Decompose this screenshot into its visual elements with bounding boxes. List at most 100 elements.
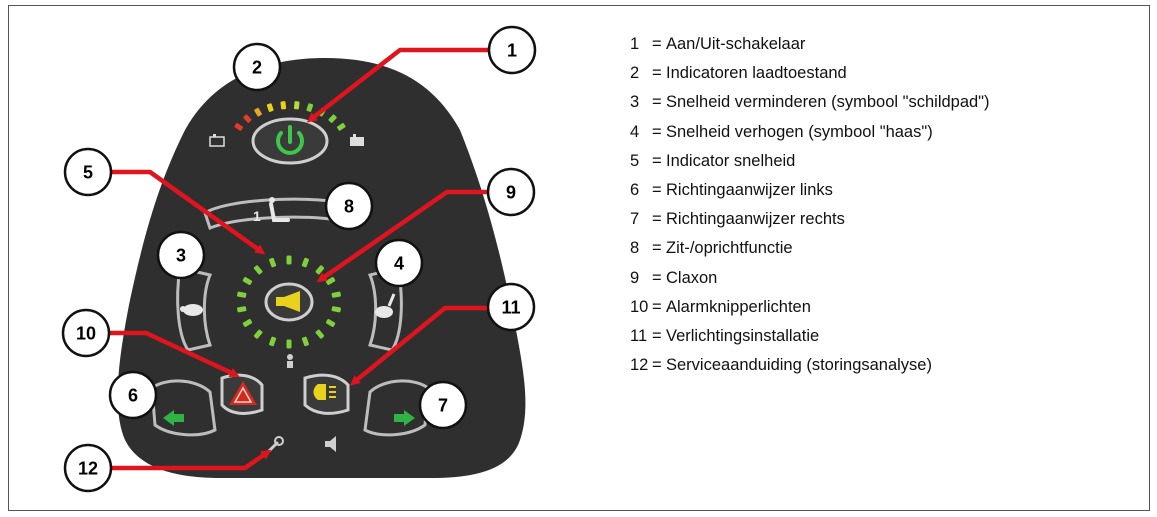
legend-equals: = (652, 35, 662, 54)
legend-equals: = (652, 239, 662, 258)
callout-number: 4 (394, 254, 404, 274)
callout-2: 2 (232, 42, 282, 92)
legend-text: Richtingaanwijzer rechts (666, 210, 845, 229)
legend-item-5: 5 =Indicator snelheid (630, 147, 990, 176)
legend-item-8: 8=Zit-/oprichtfunctie (630, 234, 990, 263)
callout-8: 8 (324, 181, 374, 231)
callout-1: 1 (487, 25, 537, 75)
legend-text: Snelheid verhogen (symbool "haas") (666, 122, 933, 141)
legend-text: Richtingaanwijzer links (666, 181, 833, 200)
callout-number: 7 (438, 396, 448, 416)
callout-number: 1 (507, 41, 517, 61)
legend-item-7: 7=Richtingaanwijzer rechts (630, 205, 990, 234)
charge-led (306, 103, 314, 112)
callout-number: 3 (176, 246, 186, 266)
headlight-icon (313, 384, 336, 400)
legend-number: 4 (630, 122, 640, 141)
hazard-button[interactable] (220, 373, 264, 415)
charge-led (328, 114, 337, 123)
speed-led (237, 291, 247, 298)
legend-text: Snelheid verminderen (symbool "schildpad… (666, 93, 990, 112)
callout-arrow-1 (306, 47, 488, 123)
legend-number: 2 (630, 64, 640, 83)
right-arrow-icon (394, 410, 415, 426)
callout-number: 10 (76, 324, 96, 344)
seat-icon (269, 197, 290, 222)
speed-up-button[interactable] (367, 266, 403, 352)
callout-11: 11 (486, 282, 536, 332)
callout-12: 12 (63, 443, 113, 493)
callout-3: 3 (156, 230, 206, 280)
legend-number: 3 (630, 93, 640, 112)
legend-text: Verlichtingsinstallatie (666, 326, 820, 345)
speed-led (301, 336, 309, 347)
speed-led (325, 319, 336, 327)
callout-9: 9 (486, 167, 536, 217)
speed-led (286, 339, 292, 349)
speed-led (269, 336, 277, 347)
callout-7: 7 (418, 380, 468, 430)
callout-arrow-11 (349, 305, 490, 386)
speed-led (315, 329, 325, 339)
speed-led (331, 306, 341, 313)
charge-led (336, 122, 346, 131)
speed-led (325, 277, 336, 285)
legend-item-12: 12=Serviceaanduiding (storingsanalyse) (630, 351, 990, 380)
legend-number: 6 (630, 181, 640, 200)
legend-equals: = (652, 93, 662, 112)
lights-button[interactable] (303, 373, 350, 415)
callout-number: 12 (78, 459, 98, 479)
speed-led (253, 265, 263, 275)
callout-6: 6 (108, 370, 158, 420)
callout-4: 4 (374, 238, 424, 288)
left-indicator-button[interactable] (150, 379, 217, 437)
legend-item-1: 1 =Aan/Uit-schakelaar (630, 30, 990, 59)
legend-item-4: 4 =Snelheid verhogen (symbool "haas") (630, 118, 990, 147)
speaker-icon (325, 436, 336, 452)
callout-number: 2 (252, 58, 262, 78)
legend-number: 10 (630, 297, 649, 316)
speed-down-button[interactable] (176, 266, 213, 352)
power-button[interactable] (251, 117, 329, 165)
speed-led (237, 306, 247, 313)
legend-text: Serviceaanduiding (storingsanalyse) (666, 356, 932, 375)
legend-item-3: 3 =Snelheid verminderen (symbool "schildp… (630, 88, 990, 117)
hazard-triangle-icon (229, 381, 257, 405)
legend-number: 7 (630, 210, 640, 229)
speed-led (242, 319, 253, 327)
legend-number: 5 (630, 151, 640, 170)
legend-equals: = (652, 297, 662, 316)
speed-led (242, 277, 253, 285)
speed-indicator-leds (237, 255, 341, 349)
callout-number: 6 (128, 386, 138, 406)
legend-equals: = (652, 151, 662, 170)
legend-item-10: 10=Alarmknipperlichten (630, 293, 990, 322)
callout-arrow-12 (112, 449, 272, 471)
callout-arrows (110, 47, 490, 471)
charge-led (280, 101, 287, 110)
charge-led (254, 107, 262, 117)
legend-item-9: 9=Claxon (630, 264, 990, 293)
seat-number-label: 1 (253, 208, 261, 224)
legend-text: Alarmknipperlichten (666, 297, 811, 316)
callout-number: 5 (83, 163, 93, 183)
speed-led (301, 257, 309, 268)
legend-number: 12 (630, 356, 649, 375)
legend-number: 1 (630, 35, 640, 54)
right-indicator-button[interactable] (363, 379, 430, 437)
legend-item-6: 6 =Richtingaanwijzer links (630, 176, 990, 205)
legend-text: Indicator snelheid (666, 151, 796, 170)
legend-equals: = (652, 122, 662, 141)
legend-equals: = (652, 356, 662, 375)
legend-equals: = (652, 326, 662, 345)
horn-button[interactable] (264, 282, 314, 322)
legend-equals: = (652, 181, 662, 200)
legend-text: Aan/Uit-schakelaar (666, 35, 806, 54)
speed-led (269, 257, 277, 268)
callout-5: 5 (63, 147, 113, 197)
callout-arrow-9 (316, 189, 488, 283)
legend-text: Claxon (666, 268, 718, 287)
